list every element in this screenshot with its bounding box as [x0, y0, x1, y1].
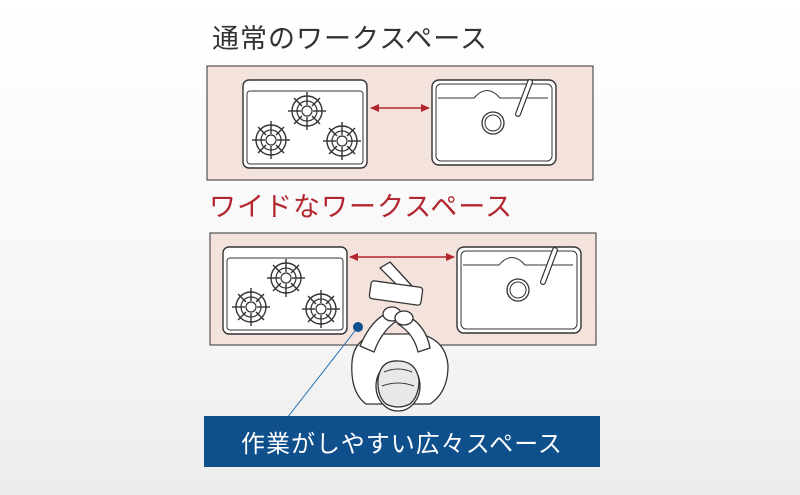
person-icon [351, 261, 449, 412]
pointer-line [286, 326, 359, 419]
pointer-dot [353, 322, 363, 332]
caption-banner: 作業がしやすい広々スペース [204, 416, 600, 467]
sink-icon [431, 79, 557, 166]
stove-normal [242, 79, 368, 169]
title-normal-workspace: 通常のワークスペース [212, 24, 488, 55]
sink-icon [456, 246, 582, 334]
stove-wide [222, 246, 348, 335]
title-wide-workspace: ワイドなワークスペース [209, 192, 513, 223]
